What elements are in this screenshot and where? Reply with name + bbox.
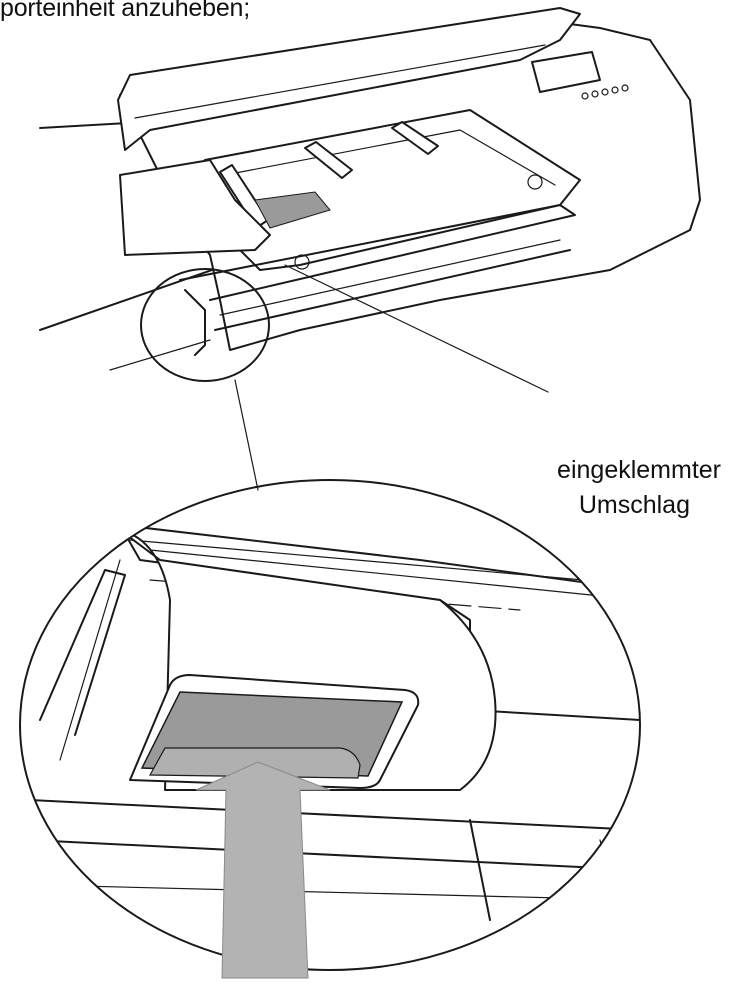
left-cover — [119, 159, 271, 256]
detail-top-edge-2 — [149, 549, 640, 601]
machine-upper-view — [39, 7, 701, 393]
corner-detail — [184, 289, 206, 356]
tray-inner — [224, 129, 556, 186]
rail-inner — [219, 239, 561, 316]
led-3 — [601, 88, 609, 96]
led-4 — [611, 86, 619, 94]
magnifier-small-circle — [140, 268, 270, 382]
roller-middle — [304, 141, 353, 179]
callout-line-1: eingeklemmter — [557, 456, 721, 484]
detail-left-panel — [39, 569, 126, 736]
led-2 — [591, 90, 599, 98]
front-rail-lower — [214, 249, 571, 331]
magnifier-connector — [234, 379, 259, 491]
push-arrow — [195, 761, 331, 979]
transport-lid — [117, 7, 581, 151]
status-leds — [581, 84, 629, 100]
detail-platform-right — [469, 819, 491, 921]
detail-zoom-content — [29, 524, 640, 921]
screw-right — [527, 174, 543, 190]
instruction-text: porteinheit anzuheben; — [0, 0, 250, 22]
callout-leader-line — [284, 264, 549, 393]
detail-platform-line — [39, 884, 640, 901]
jammed-envelope-label: eingeklemmter Umschlag — [481, 453, 721, 523]
magnifier-large-circle — [19, 479, 641, 971]
led-1 — [581, 92, 589, 100]
roller-right — [391, 121, 439, 155]
detail-platform-front — [29, 839, 640, 871]
front-rail — [179, 204, 576, 301]
jammed-envelope-tray — [254, 191, 331, 229]
base-plate-edge-lower — [109, 339, 211, 371]
detail-platform-top — [29, 799, 640, 831]
led-5 — [621, 84, 629, 92]
callout-line-2: Umschlag — [578, 491, 690, 519]
lid-inner-edge — [134, 44, 546, 119]
display-panel — [531, 51, 601, 93]
detail-left-edge — [59, 559, 121, 761]
detail-platform-right-edge — [599, 839, 621, 921]
detail-top-edge-1 — [129, 539, 640, 586]
